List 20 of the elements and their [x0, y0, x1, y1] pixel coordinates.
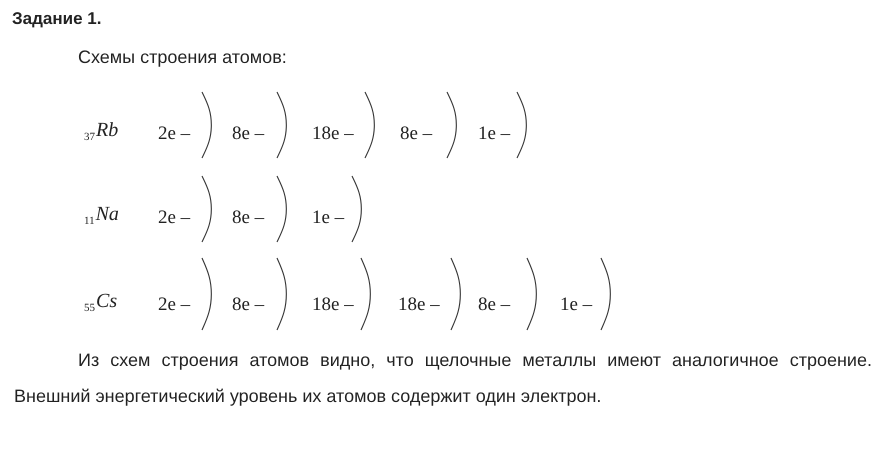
electron-count: 18e –	[398, 295, 440, 314]
electron-count: 8e –	[232, 124, 264, 144]
electron-count: 18e –	[312, 295, 354, 314]
electron-count: 8e –	[478, 295, 510, 314]
electron-count: 1e –	[312, 208, 344, 228]
subheading: Схемы строения атомов:	[78, 46, 288, 68]
element-symbol: $_{37}$Rb	[84, 92, 134, 158]
electron-count: 1e –	[560, 295, 592, 314]
electron-count: 18e –	[312, 124, 354, 144]
electron-count: 2e –	[158, 295, 190, 314]
electron-count: 8e –	[400, 124, 432, 144]
electron-count: 1e –	[478, 124, 510, 144]
electron-count: 2e –	[158, 208, 190, 228]
electron-count: 8e –	[232, 208, 264, 228]
task-heading: Задание 1.	[12, 9, 102, 29]
element-symbol: $_{11}$Na	[84, 176, 134, 242]
element-symbol: $_{55}$Cs	[84, 258, 134, 330]
conclusion-paragraph: Из схем строения атомов видно, что щелочные металлы имеют аналогичное строение. Внешний энергетический уровень их атомов содержит один электрон.	[14, 349, 872, 408]
electron-count: 2e –	[158, 124, 190, 144]
electron-count: 8e –	[232, 295, 264, 314]
